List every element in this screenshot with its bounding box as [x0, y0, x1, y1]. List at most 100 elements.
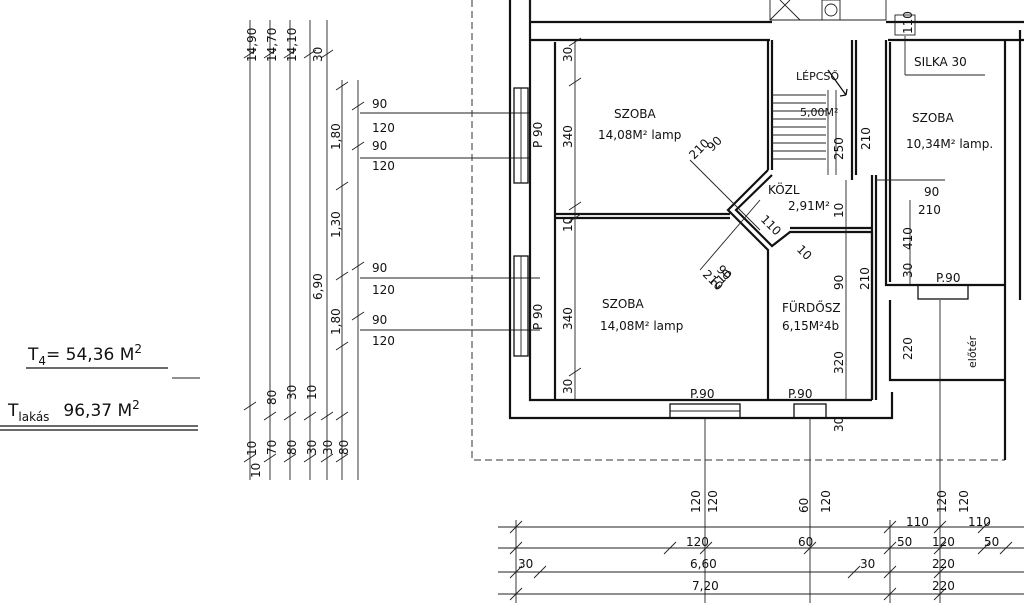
total-sup: 2: [132, 398, 140, 412]
win-dim-1: 90: [372, 97, 387, 111]
inner-dim-12: 10: [794, 242, 815, 263]
win-dim-3: 90: [372, 139, 387, 153]
door-label-1: P.90: [690, 387, 714, 401]
inner-dim-14: 320: [832, 351, 846, 374]
inner-dim-1: 30: [561, 47, 575, 62]
room-labels: SZOBA 14,08M² lamp SZOBA 14,08M² lamp SZ…: [598, 36, 993, 368]
bot-r4-1: 30: [518, 557, 533, 571]
dim-bot-6: 80: [337, 440, 351, 455]
dim-mid-2: 1,30: [329, 211, 343, 238]
inner-dim-20: 90: [924, 185, 939, 199]
hall-area: 2,91M²: [788, 199, 830, 213]
dim-bot-3: 80: [285, 440, 299, 455]
t4-label: T: [27, 345, 39, 365]
door-label-2: P.90: [788, 387, 812, 401]
dim-bot-10: 10: [249, 463, 263, 478]
door-label-3: P.90: [936, 271, 960, 285]
bot-r2-1: 110: [906, 515, 929, 529]
inner-dim-13: 90: [832, 275, 846, 290]
inner-dim-22: 30: [901, 263, 915, 278]
inner-dim-24: 110: [901, 11, 915, 34]
room1-name: SZOBA: [614, 107, 657, 121]
svg-text:T4= 54,36 M2: T4= 54,36 M2: [27, 342, 142, 368]
dim-bot-4: 30: [305, 440, 319, 455]
room3-name: SZOBA: [912, 111, 955, 125]
inner-dim-18: 30: [832, 417, 846, 432]
inner-dim-19: 220: [901, 337, 915, 360]
win-dim-2: 120: [372, 121, 395, 135]
dim-mid-1: 1,80: [329, 123, 343, 150]
win-dim-5: 90: [372, 261, 387, 275]
inner-dim-2: 340: [561, 125, 575, 148]
bot-r3-2: 60: [798, 535, 813, 549]
bot-r3-5: 50: [984, 535, 999, 549]
entry-name: előtér: [966, 335, 979, 368]
bath-area: 6,15M²4b: [782, 319, 839, 333]
total-value: 96,37 M: [63, 401, 132, 421]
dim-bot-9: 10: [305, 385, 319, 400]
bot-r4-3: 30: [860, 557, 875, 571]
bot-r5-2: 220: [932, 579, 955, 593]
dim-mid-3: 6,90: [311, 273, 325, 300]
t4-sub: 4: [38, 354, 46, 368]
inner-dim-3: 10: [561, 217, 575, 232]
win-dim-7: 90: [372, 313, 387, 327]
stair-area: 5,00M²: [800, 106, 838, 119]
bot-r5-1: 7,20: [692, 579, 719, 593]
room3-area: 10,34M² lamp.: [906, 137, 993, 151]
bot-r1-6: 120: [957, 490, 971, 513]
t4-value: = 54,36 M: [46, 345, 134, 365]
inner-dim-4: 340: [561, 307, 575, 330]
bath-name: FÜRDŐSZ: [782, 299, 841, 315]
bot-r1-3: 60: [797, 498, 811, 513]
windows: [513, 87, 969, 419]
dim-bot-1: 10: [245, 441, 259, 456]
inner-dim-15: 210: [858, 267, 872, 290]
bot-r3-1: 120: [686, 535, 709, 549]
dim-bot-5: 30: [321, 440, 335, 455]
left-dimension-chains: 14,90 14,70 14,10 30 1,80 1,30 6,90 1,80…: [243, 20, 365, 480]
bot-r1-2: 120: [706, 490, 720, 513]
door-label-4: P 90: [531, 122, 545, 148]
stair-name: LÉPCSŐ: [796, 69, 839, 83]
staircase: [772, 69, 848, 175]
total-label: T: [7, 401, 19, 421]
room2-area: 14,08M² lamp: [600, 319, 683, 333]
bot-r3-4: 120: [932, 535, 955, 549]
dim-top-3: 14,10: [285, 28, 299, 62]
inner-dim-7: 90: [704, 133, 725, 154]
bot-r1-1: 120: [689, 490, 703, 513]
inner-dimensions: 30 340 10 340 30 210 90 110 210 90 210 1…: [561, 11, 945, 432]
window-dimensions: 90 120 90 120 90 120 90 120: [360, 97, 540, 348]
bot-r1-5: 120: [935, 490, 949, 513]
inner-dim-16: 250: [832, 137, 846, 160]
dim-bot-8: 30: [285, 385, 299, 400]
bot-r1-4: 120: [819, 490, 833, 513]
bot-r3-3: 50: [897, 535, 912, 549]
win-dim-6: 120: [372, 283, 395, 297]
door-label-5: P 90: [531, 304, 545, 330]
inner-dim-5: 30: [561, 379, 575, 394]
dim-bot-2: 70: [265, 440, 279, 455]
walls: [471, 0, 1024, 461]
win-dim-4: 120: [372, 159, 395, 173]
dim-top-2: 14,70: [265, 28, 279, 62]
inner-dim-23: 410: [901, 227, 915, 250]
t4-sup: 2: [134, 342, 142, 356]
bot-r4-4: 220: [932, 557, 955, 571]
dim-top-1: 14,90: [245, 28, 259, 62]
bot-r4-2: 6,60: [690, 557, 717, 571]
hall-name: KÖZL: [768, 181, 800, 197]
bot-r2-2: 110: [968, 515, 991, 529]
inner-dim-17: 10: [832, 203, 846, 218]
win-dim-8: 120: [372, 334, 395, 348]
inner-dim-25: 210: [859, 127, 873, 150]
wall-note: SILKA 30: [914, 55, 967, 69]
door-labels: P.90 P.90 P.90 P 90 P 90: [531, 122, 960, 401]
inner-dim-21: 210: [918, 203, 941, 217]
room1-area: 14,08M² lamp: [598, 128, 681, 142]
dim-top-4: 30: [311, 47, 325, 62]
